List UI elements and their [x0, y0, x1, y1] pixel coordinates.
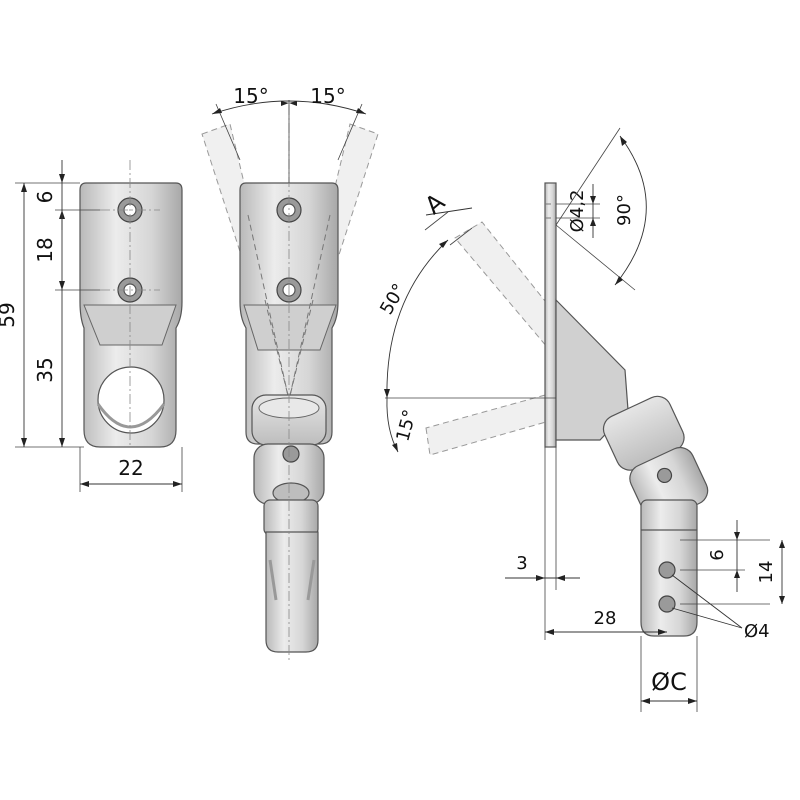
side-pin-hole-top: 6	[707, 549, 728, 560]
dim-width: 22	[118, 456, 143, 480]
swivel-angle-right: 15°	[310, 84, 345, 108]
side-angle-arc-90	[614, 135, 647, 286]
swivel-angle-left: 15°	[233, 84, 268, 108]
side-pin-hole-bottom	[658, 595, 676, 613]
side-pin-diameter: ØC	[651, 668, 687, 696]
side-pin-hole-diameter: Ø4	[744, 621, 770, 642]
swivel-view: 15° 15°	[201, 84, 379, 660]
dim-hole-to-bottom: 35	[33, 357, 57, 382]
side-pin	[640, 529, 698, 637]
front-view: 59 6 18 35 22	[0, 160, 183, 492]
ghost-pin-down	[425, 391, 561, 456]
side-pin-hole-top	[658, 561, 676, 579]
side-plate-thickness: 3	[516, 553, 527, 574]
side-label-a: A	[420, 187, 451, 219]
swivel-angle-arc	[211, 100, 367, 115]
dim-top-to-hole: 6	[33, 191, 57, 204]
side-pin-hole-span: 14	[756, 561, 777, 584]
front-tube-bore	[97, 366, 165, 434]
dim-total-height: 59	[0, 302, 19, 327]
side-offset-length: 28	[594, 608, 617, 629]
swivel-pin	[265, 531, 319, 653]
side-angle-right: 90°	[614, 194, 635, 226]
side-angle-arc-50	[386, 239, 449, 399]
side-angle-up: 50°	[376, 280, 410, 318]
side-mount-plate	[544, 182, 557, 448]
side-angle-down: 15°	[392, 407, 421, 443]
side-view: A Ø4,2 90° 50° 15° 3 6	[376, 127, 785, 712]
dim-hole-spacing: 18	[33, 237, 57, 262]
side-hole-diameter: Ø4,2	[567, 190, 588, 233]
